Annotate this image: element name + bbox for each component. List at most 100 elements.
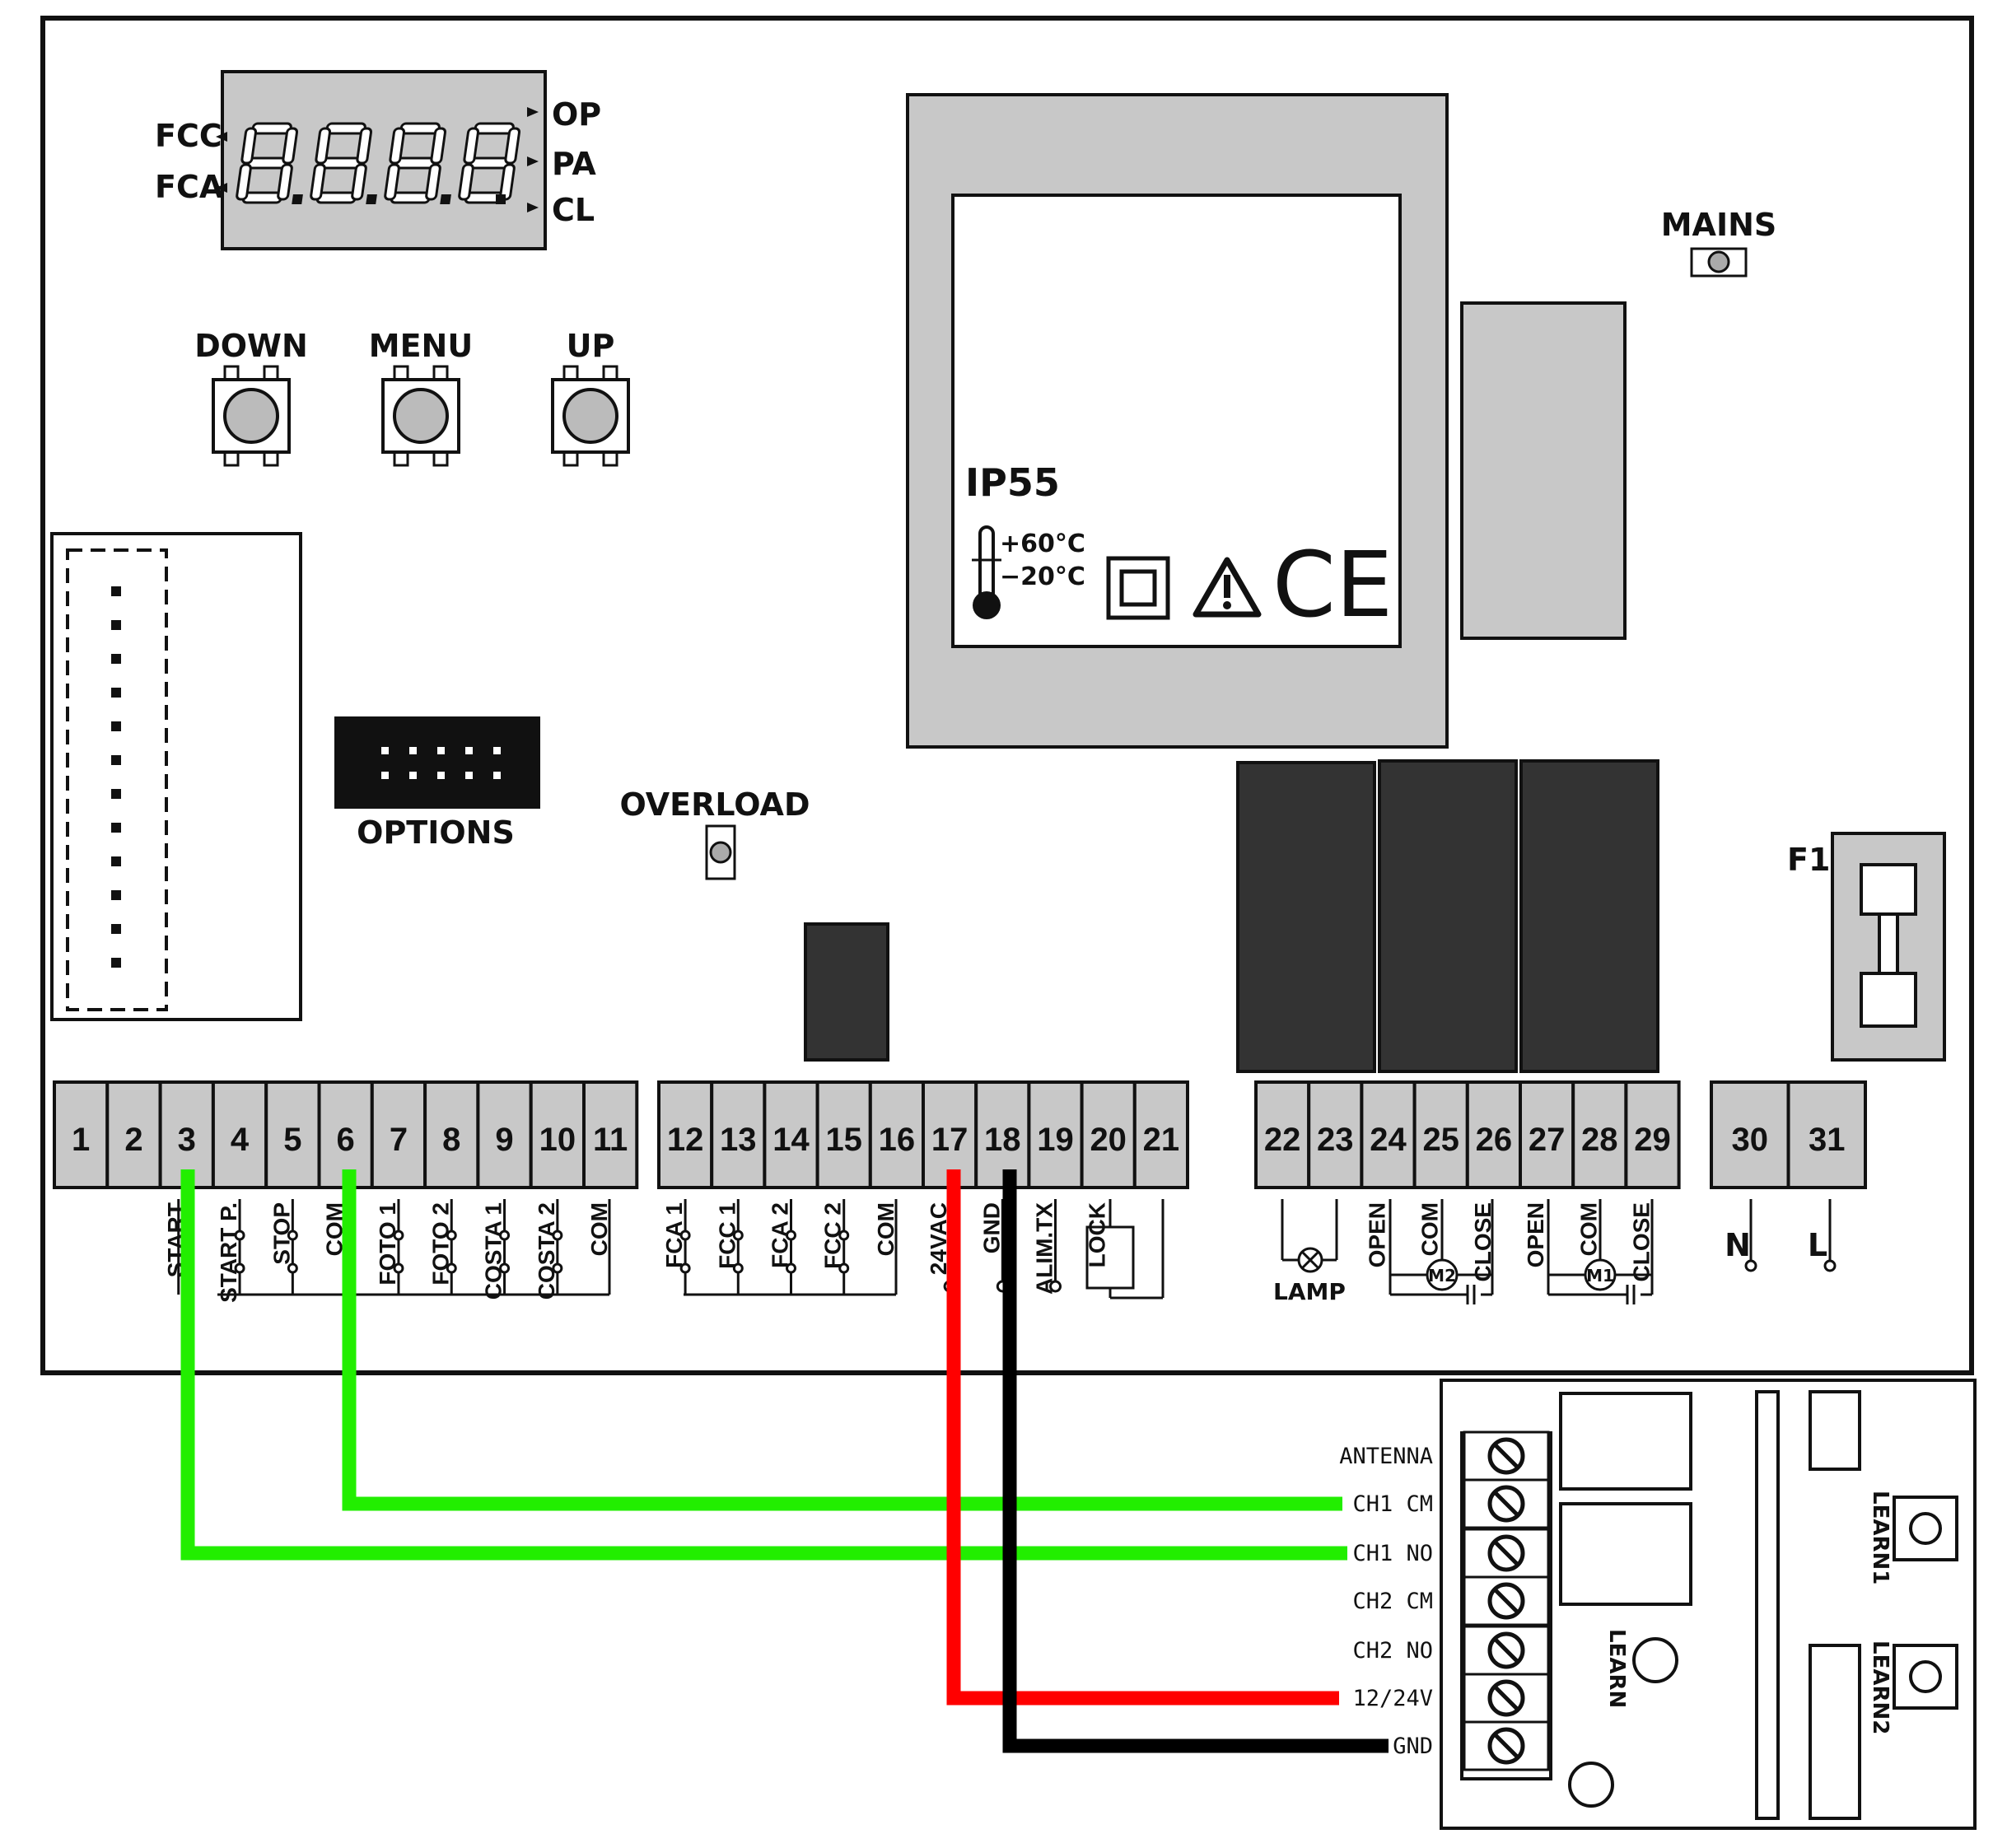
receiver-terminal-screw[interactable] — [1463, 1430, 1550, 1482]
terminal-number: 13 — [720, 1122, 757, 1158]
fuse-label: F1 — [1787, 842, 1830, 878]
down-button-label: DOWN — [194, 328, 308, 364]
relay-2 — [1378, 759, 1518, 1073]
terminal-function-label: COM — [1417, 1202, 1443, 1256]
receiver-terminal-screw[interactable] — [1463, 1575, 1550, 1626]
display-label-fca: FCA — [155, 169, 224, 205]
terminal-number: 15 — [825, 1122, 862, 1158]
terminal-15[interactable]: 15 — [815, 1080, 872, 1189]
learn2-button[interactable] — [1893, 1644, 1958, 1710]
terminal-function-label: COM — [1575, 1202, 1601, 1256]
ip-rating-label: IP55 — [965, 460, 1060, 505]
display-label-fcc: FCC — [155, 118, 222, 154]
receiver-terminal-screw[interactable] — [1463, 1625, 1550, 1676]
terminal-4[interactable]: 4 — [211, 1080, 268, 1189]
learn-label: LEARN — [1604, 1629, 1629, 1708]
cl-arrow-icon — [527, 203, 539, 212]
fca-arrow-icon — [216, 183, 227, 193]
terminal-14[interactable]: 14 — [763, 1080, 819, 1189]
receiver-terminal-screw[interactable] — [1463, 1720, 1550, 1771]
terminal-number: 1 — [72, 1122, 90, 1158]
terminal-1[interactable]: 1 — [53, 1080, 110, 1189]
terminal-27[interactable]: 27 — [1519, 1080, 1575, 1189]
motor-m1-icon: M1 — [1584, 1258, 1617, 1291]
terminal-7[interactable]: 7 — [370, 1080, 427, 1189]
terminal-number: 11 — [593, 1122, 628, 1158]
terminal-function-label: LOCK — [1085, 1202, 1110, 1267]
terminal-function-label: CLOSE — [1470, 1202, 1496, 1281]
wire-3 — [180, 1169, 1347, 1561]
terminal-19[interactable]: 19 — [1027, 1080, 1084, 1189]
receiver-terminal-screw[interactable] — [1463, 1478, 1550, 1529]
terminal-9[interactable]: 9 — [476, 1080, 533, 1189]
terminal-22[interactable]: 22 — [1254, 1080, 1311, 1189]
terminal-function-label: OPEN — [1523, 1202, 1548, 1267]
terminal-function-label: STOP — [268, 1202, 294, 1265]
svg-text:M2: M2 — [1428, 1266, 1456, 1286]
fuse-holder — [1831, 832, 1946, 1062]
terminal-26[interactable]: 26 — [1465, 1080, 1523, 1189]
terminal-12[interactable]: 12 — [657, 1080, 714, 1189]
terminal-29[interactable]: 29 — [1624, 1080, 1681, 1189]
terminal-24[interactable]: 24 — [1360, 1080, 1417, 1189]
terminal-number: 5 — [283, 1122, 301, 1158]
down-button[interactable] — [212, 365, 291, 467]
terminal-number: 19 — [1037, 1122, 1074, 1158]
terminal-2[interactable]: 2 — [105, 1080, 162, 1189]
terminal-5[interactable]: 5 — [264, 1080, 321, 1189]
lamp-label: LAMP — [1273, 1278, 1346, 1305]
terminal-28[interactable]: 28 — [1571, 1080, 1628, 1189]
terminal-number: 22 — [1264, 1122, 1301, 1158]
receiver-terminal-label: CH2 CM — [1352, 1589, 1433, 1614]
terminal-function-label: FCA 2 — [768, 1202, 793, 1268]
terminal-number: 18 — [984, 1122, 1021, 1158]
up-button[interactable] — [551, 365, 630, 467]
receiver-terminal-screw[interactable] — [1463, 1528, 1550, 1579]
ce-mark: CE — [1272, 532, 1393, 637]
terminal-20[interactable]: 20 — [1080, 1080, 1137, 1189]
mains-label: MAINS — [1661, 207, 1777, 243]
terminal-31[interactable]: 31 — [1786, 1080, 1867, 1189]
receiver-led — [1568, 1762, 1614, 1808]
terminal-number: 26 — [1476, 1122, 1513, 1158]
learn1-label: LEARN1 — [1868, 1491, 1893, 1584]
terminal-l-post — [1823, 1259, 1837, 1272]
terminal-number: 29 — [1634, 1122, 1671, 1158]
terminal-label-l: L — [1808, 1227, 1827, 1263]
terminal-18[interactable]: 18 — [974, 1080, 1031, 1189]
terminal-number: 17 — [931, 1122, 968, 1158]
capacitor-block — [1460, 301, 1627, 640]
menu-button[interactable] — [381, 365, 460, 467]
learn1-button[interactable] — [1893, 1496, 1958, 1561]
terminal-23[interactable]: 23 — [1307, 1080, 1364, 1189]
receiver-terminal-label: CH1 NO — [1352, 1541, 1433, 1566]
terminal-25[interactable]: 25 — [1412, 1080, 1469, 1189]
options-header — [334, 716, 540, 809]
terminal-number: 21 — [1143, 1122, 1180, 1158]
terminal-function-label: COSTA 1 — [481, 1202, 506, 1300]
terminal-function-label: FOTO 2 — [427, 1202, 453, 1286]
terminal-function-label: FCC 1 — [714, 1202, 740, 1269]
terminal-11[interactable]: 11 — [582, 1080, 639, 1189]
motor-m2-icon: M2 — [1426, 1258, 1459, 1291]
up-button-label: UP — [567, 328, 615, 364]
transformer — [906, 93, 1449, 749]
receiver-terminal-screw[interactable] — [1463, 1673, 1550, 1724]
terminal-function-label: START P. — [216, 1202, 241, 1303]
display-label-op: OP — [552, 96, 601, 133]
terminal-number: 7 — [390, 1122, 408, 1158]
terminal-number: 23 — [1317, 1122, 1354, 1158]
terminal-number: 24 — [1370, 1122, 1407, 1158]
terminal-21[interactable]: 21 — [1132, 1080, 1190, 1189]
terminal-30[interactable]: 30 — [1710, 1080, 1790, 1189]
relay-small — [804, 922, 889, 1062]
terminal-13[interactable]: 13 — [710, 1080, 767, 1189]
terminal-10[interactable]: 10 — [529, 1080, 586, 1189]
terminal-16[interactable]: 16 — [868, 1080, 926, 1189]
terminal-8[interactable]: 8 — [423, 1080, 480, 1189]
display-label-pa: PA — [552, 146, 596, 182]
options-label: OPTIONS — [357, 814, 515, 851]
learn-button[interactable] — [1632, 1637, 1678, 1683]
display-digit — [440, 122, 521, 204]
